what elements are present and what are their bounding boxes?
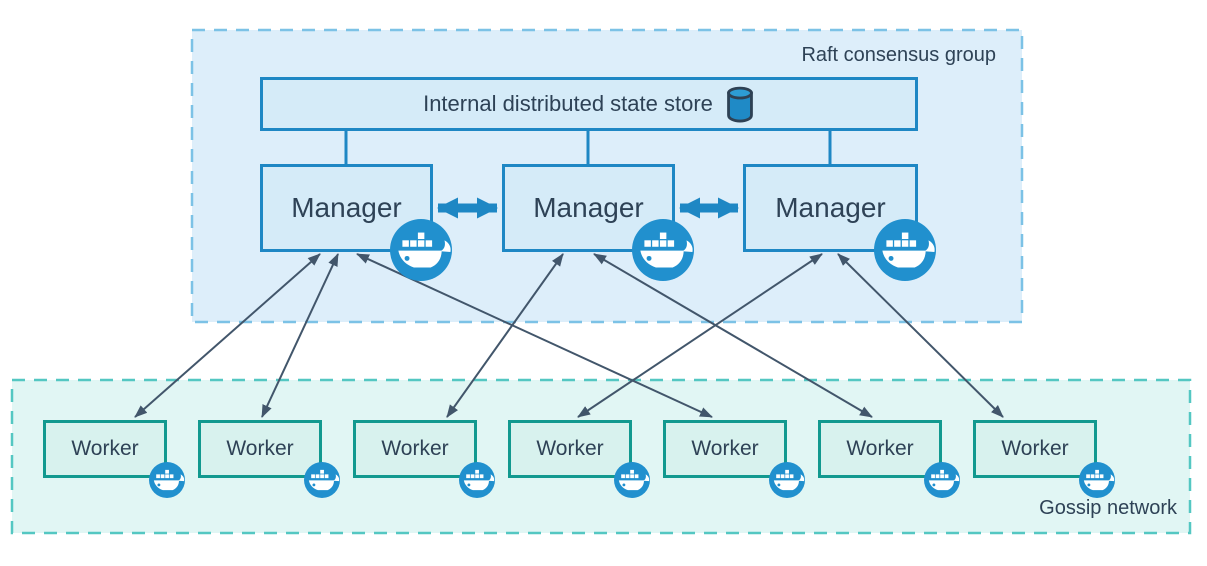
worker-node-2: Worker [198, 420, 322, 478]
docker-whale-icon [874, 219, 936, 281]
raft-group-label: Raft consensus group [801, 44, 996, 66]
worker-label: Worker [536, 437, 604, 460]
docker-whale-icon [149, 462, 185, 498]
worker-node-1: Worker [43, 420, 167, 478]
state-store-label: Internal distributed state store [423, 91, 713, 116]
docker-whale-icon [632, 219, 694, 281]
manager-label: Manager [775, 192, 886, 223]
worker-label: Worker [1001, 437, 1069, 460]
arrow-manager2-worker3 [446, 253, 564, 418]
worker-node-7: Worker [973, 420, 1097, 478]
arrow-manager1-worker1 [134, 253, 321, 418]
docker-whale-icon [390, 219, 452, 281]
docker-whale-icon [304, 462, 340, 498]
worker-label: Worker [381, 437, 449, 460]
database-cylinder-icon [725, 86, 755, 123]
worker-node-3: Worker [353, 420, 477, 478]
docker-whale-icon [459, 462, 495, 498]
manager-node-1: Manager [260, 164, 433, 252]
worker-node-6: Worker [818, 420, 942, 478]
arrow-manager1-worker2 [261, 253, 339, 418]
manager-label: Manager [533, 192, 644, 223]
docker-whale-icon [924, 462, 960, 498]
state-store-box: Internal distributed state store [260, 77, 918, 131]
worker-label: Worker [691, 437, 759, 460]
manager-node-2: Manager [502, 164, 675, 252]
worker-label: Worker [846, 437, 914, 460]
worker-node-4: Worker [508, 420, 632, 478]
docker-whale-icon [769, 462, 805, 498]
worker-label: Worker [226, 437, 294, 460]
docker-whale-icon [614, 462, 650, 498]
worker-label: Worker [71, 437, 139, 460]
arrow-manager3-worker4 [577, 253, 823, 418]
manager-label: Manager [291, 192, 402, 223]
worker-node-5: Worker [663, 420, 787, 478]
gossip-network-label: Gossip network [1039, 497, 1177, 519]
docker-whale-icon [1079, 462, 1115, 498]
